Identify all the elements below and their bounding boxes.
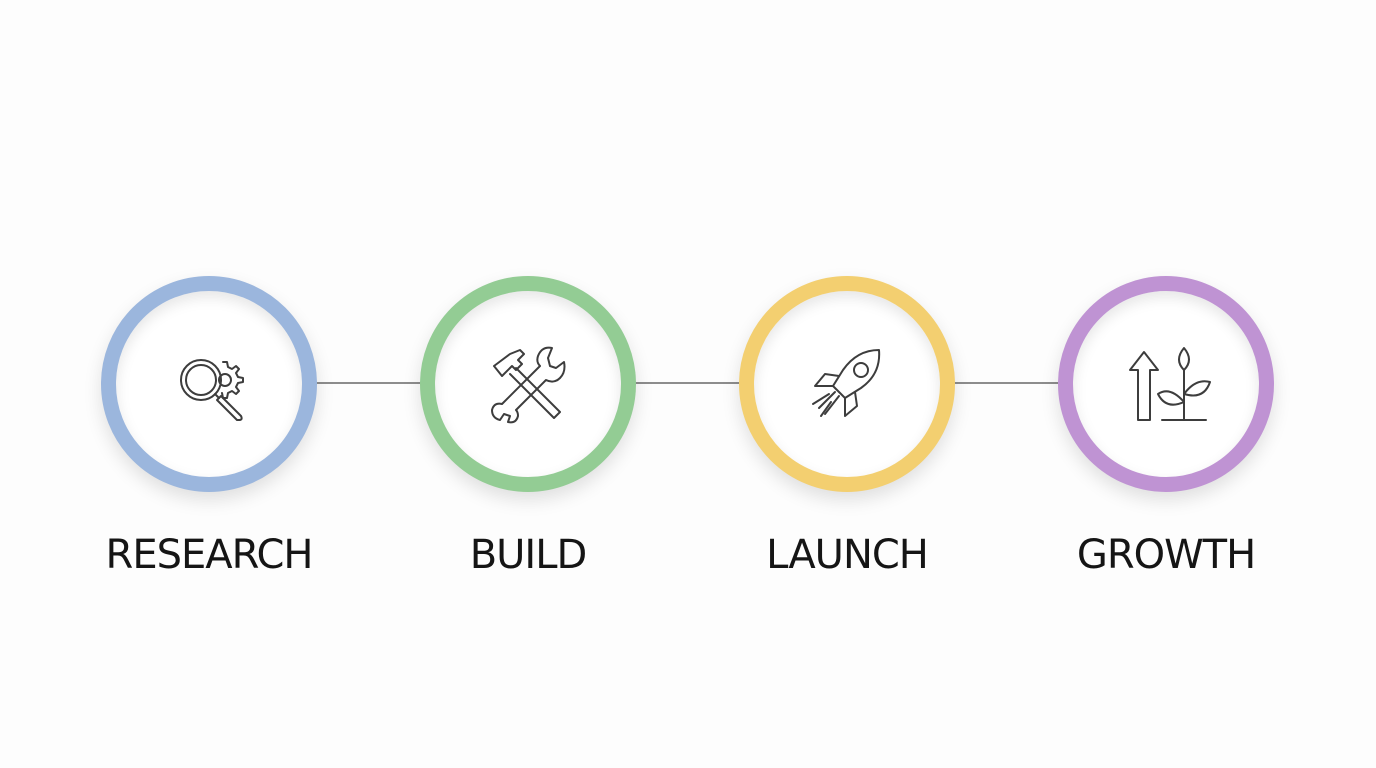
step-build: BUILD xyxy=(420,276,636,578)
step-research: RESEARCH xyxy=(101,276,317,578)
step-launch: LAUNCH xyxy=(739,276,955,578)
step-circle-launch xyxy=(739,276,955,492)
step-label-research: RESEARCH xyxy=(105,532,314,578)
step-circle-build xyxy=(420,276,636,492)
connector-line-2 xyxy=(634,382,742,384)
connector-line-3 xyxy=(952,382,1060,384)
connector-line-1 xyxy=(316,382,424,384)
step-label-build: BUILD xyxy=(469,532,588,578)
step-circle-research xyxy=(101,276,317,492)
arrow-plant-icon xyxy=(1118,336,1214,432)
magnifier-gear-icon xyxy=(161,336,257,432)
step-label-launch: LAUNCH xyxy=(766,532,929,578)
step-label-growth: GROWTH xyxy=(1076,532,1256,578)
rocket-icon xyxy=(799,336,895,432)
step-circle-growth xyxy=(1058,276,1274,492)
step-growth: GROWTH xyxy=(1058,276,1274,578)
hammer-wrench-icon xyxy=(480,336,576,432)
